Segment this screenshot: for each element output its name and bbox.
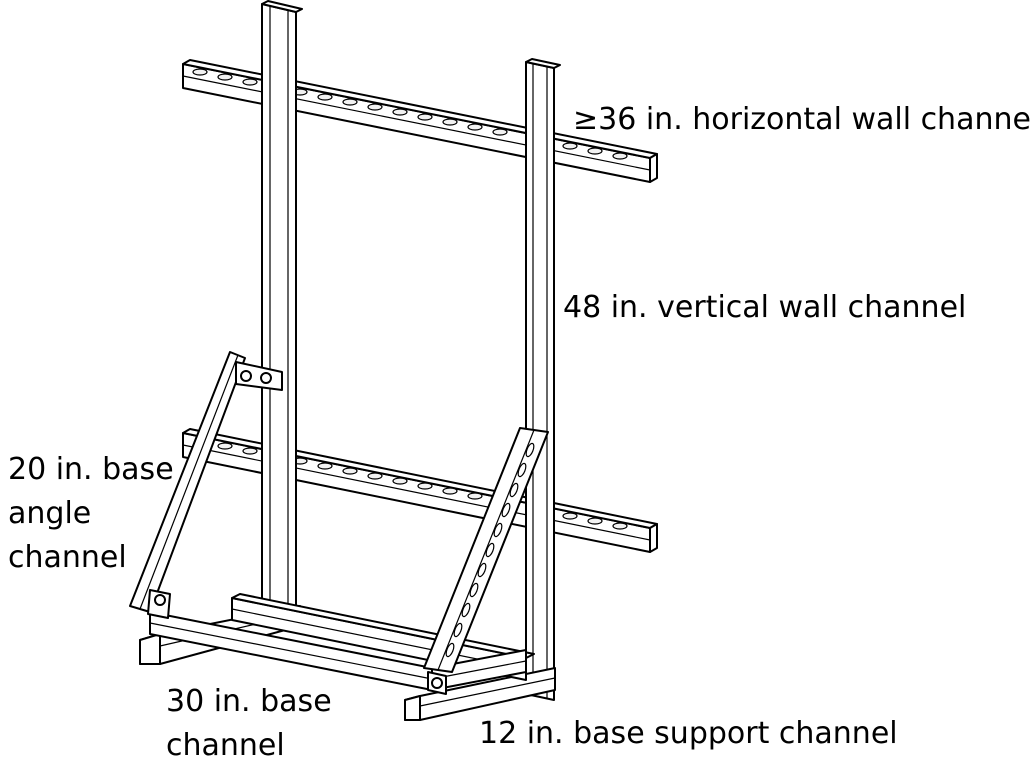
- lower-channel-slots: [217, 442, 628, 530]
- front-base-support-channel: [404, 667, 556, 721]
- upper-channel-slots: [192, 68, 628, 160]
- vertical-wall-channel-text: 48 in. vertical wall channel: [563, 290, 967, 325]
- right-base-angle-channel: [423, 427, 549, 695]
- right-vertical-wall-channel: [525, 58, 561, 701]
- base-channel-line-1: 30 in. base: [166, 684, 332, 719]
- vertical-wall-channel-label: 48 in. vertical wall channel: [563, 286, 966, 330]
- base-support-channel-text: 12 in. base support channel: [479, 716, 898, 751]
- base-support-channel-label: 12 in. base support channel: [479, 712, 898, 756]
- base-angle-channel-line-1: 20 in. base: [8, 452, 174, 487]
- left-base-angle-channel: [129, 351, 283, 619]
- base-angle-channel-line-3: channel: [8, 540, 127, 575]
- base-channel-line-2: channel: [166, 728, 285, 763]
- horizontal-wall-channel-label: ≥36 in. horizontal wall channel: [573, 98, 1033, 142]
- left-vertical-wall-channel: [261, 0, 303, 611]
- base-channel-label: 30 in. base channel: [166, 680, 332, 768]
- base-angle-channel-line-2: angle: [8, 496, 92, 531]
- angle-channel-slots: [445, 442, 535, 658]
- base-angle-channel-label: 20 in. base angle channel: [8, 448, 174, 580]
- horizontal-wall-channel-text: ≥36 in. horizontal wall channel: [573, 102, 1033, 137]
- lower-horizontal-wall-channel: [182, 428, 658, 553]
